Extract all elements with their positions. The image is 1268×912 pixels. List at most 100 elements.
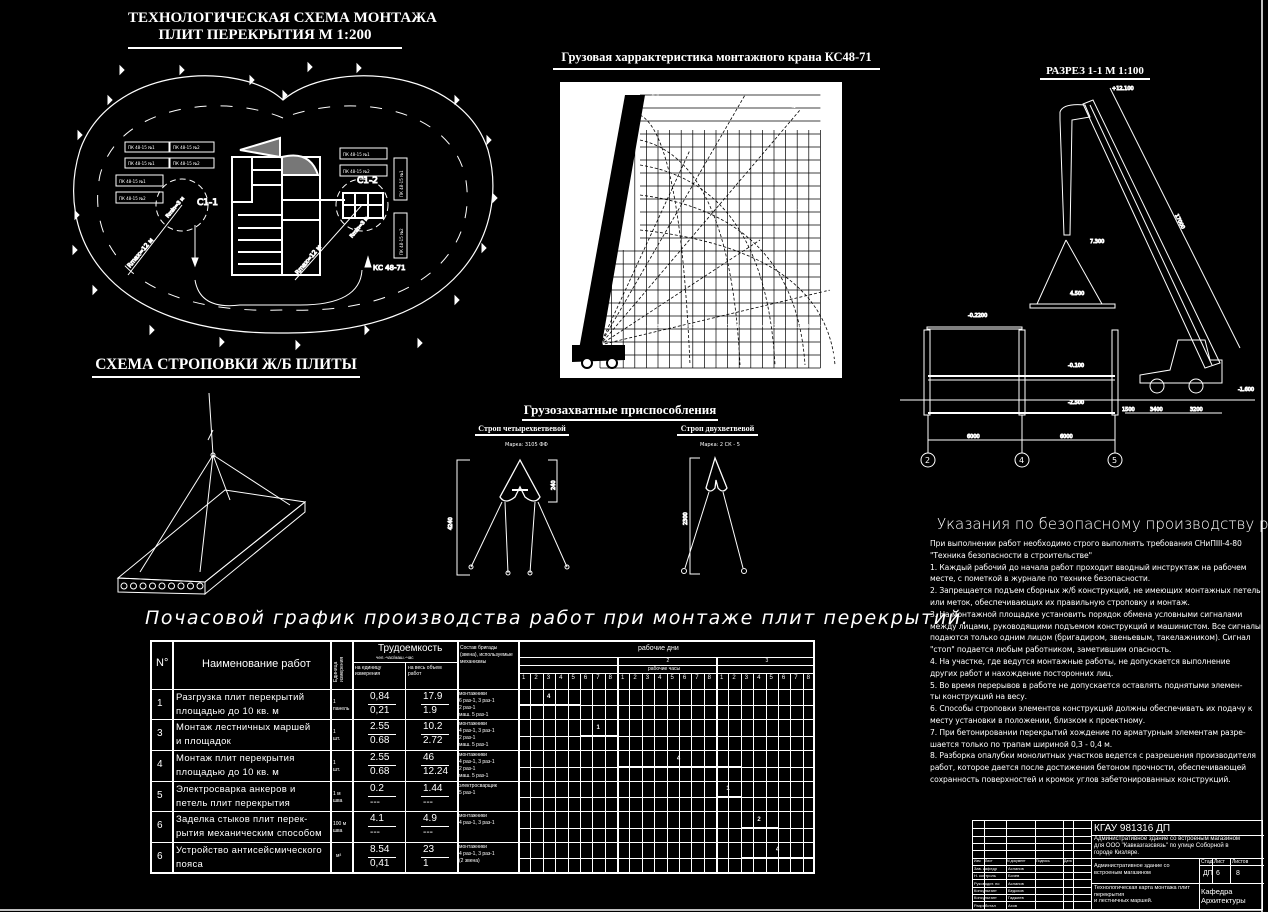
table-divider xyxy=(973,894,1091,895)
fraction-bar xyxy=(368,704,396,705)
header-days: рабочие дни xyxy=(638,645,679,652)
slab-stack xyxy=(124,141,170,153)
chart-x-tick: 3 xyxy=(633,372,636,378)
gantt-workers: 1 xyxy=(596,724,600,731)
table-divider xyxy=(728,673,730,874)
instruction-line: месту установки в положении, близком к п… xyxy=(930,715,1146,725)
table-divider xyxy=(654,673,656,874)
four-leg-sling-title: Строп четырехветвевой xyxy=(475,424,569,436)
table-divider xyxy=(1199,858,1200,910)
fraction-bar xyxy=(368,857,396,858)
chart-x-tick: 0 xyxy=(598,372,601,378)
gantt-bar xyxy=(740,857,815,859)
slab-stack xyxy=(169,141,215,153)
section-boom xyxy=(1082,99,1221,369)
person-name: Бочев xyxy=(1008,873,1020,879)
instruction-line: между лицами, руководящими подъемом конс… xyxy=(930,621,1261,631)
header-labor-sub: чел.-час/маш.-час xyxy=(376,655,414,660)
column-header: Изм xyxy=(974,858,981,863)
section-title: РАЗРЕЗ 1-1 М 1:100 xyxy=(1040,65,1150,80)
hour-number: 6 xyxy=(781,675,786,681)
hour-number: 1 xyxy=(621,675,625,681)
gantt-bar xyxy=(716,796,741,798)
table-divider xyxy=(973,864,1091,866)
direction-arrow-icon xyxy=(481,242,487,254)
load-curve xyxy=(639,139,741,366)
span-2: 6000 xyxy=(1060,434,1073,440)
instruction-line: 2. Запрещается подъем сборных ж/б констр… xyxy=(930,586,1261,596)
chart-y-tick: 8 xyxy=(832,262,835,268)
elev-wall: -0.2200 xyxy=(968,313,987,319)
elev-top: +12.100 xyxy=(1112,86,1134,92)
brigade-line: 4 раз-1, 3 раз-1 xyxy=(459,851,495,857)
labor-value: 8.54 xyxy=(370,844,390,855)
direction-arrow-icon xyxy=(492,192,498,204)
direction-arrow-icon xyxy=(107,94,113,106)
elev-slab: 4.500 xyxy=(1070,291,1084,297)
boom-angle-line xyxy=(599,109,801,346)
instruction-line: 6. Способы строповки элементов конструкц… xyxy=(930,704,1253,714)
slab-stack xyxy=(339,147,388,160)
person-name: Ахов xyxy=(1008,902,1017,908)
chart-y-tick: 18 xyxy=(832,132,838,138)
table-divider xyxy=(592,673,594,874)
project-name: для ООО "Кавказгазсвязь" по улице Соборн… xyxy=(1094,843,1229,849)
table-divider xyxy=(579,673,581,874)
scheme-title: ТЕХНОЛОГИЧЕСКАЯ СХЕМА МОНТАЖА ПЛИТ ПЕРЕК… xyxy=(128,10,437,49)
direction-arrow-icon xyxy=(179,64,185,76)
chart-y-tick: 3 xyxy=(832,327,835,333)
row-half-divider xyxy=(518,827,815,829)
column-header: Подпись xyxy=(1036,858,1050,863)
direction-arrow-icon xyxy=(249,74,255,86)
instruction-line: 7. При бетонировании перекрытий хождение… xyxy=(930,727,1246,737)
drawing-title: и лестничных маршей. xyxy=(1094,898,1153,904)
labor-value: 46 xyxy=(423,752,435,763)
brigade-line: маш. 5 раз-1 xyxy=(459,742,489,748)
row-number: 4 xyxy=(157,759,163,770)
slinging-scheme xyxy=(116,392,307,596)
row-number: 6 xyxy=(157,820,163,831)
crane-chart-title: Грузовая харрактеристика монтажного кран… xyxy=(553,50,880,70)
brigade-line: маш. 5 раз-1 xyxy=(459,712,489,718)
role: Зав. кафедр xyxy=(974,866,998,871)
chart-y-tick: 16 xyxy=(832,158,838,164)
grid-axis-marker xyxy=(920,452,936,468)
crane-travel-outline xyxy=(73,75,494,334)
gantt-bar xyxy=(518,704,580,706)
work-unit: шт. xyxy=(333,767,341,773)
chart-y-tick: 14 xyxy=(832,184,838,190)
direction-arrow-icon xyxy=(486,134,492,146)
fraction-bar xyxy=(368,765,396,766)
labor-value: 0.2 xyxy=(370,783,384,794)
work-name: Монтаж лестничных маршей xyxy=(176,722,311,733)
boom-length-label: L=14.16 т xyxy=(719,324,748,330)
labor-value: --- xyxy=(370,827,380,838)
fraction-bar xyxy=(368,734,396,735)
row-number: 1 xyxy=(157,698,163,709)
hollow-core xyxy=(149,582,156,590)
row-half-divider xyxy=(518,797,815,798)
two-leg-sling-mark: Марка: 2 СК - 5 xyxy=(700,442,740,448)
dim-3: 3200 xyxy=(1190,407,1203,413)
travel-arrows xyxy=(72,61,498,351)
labor-value: 12.24 xyxy=(423,766,449,777)
role: Консультант xyxy=(974,895,997,901)
hollow-core xyxy=(187,582,194,590)
safety-instructions-title: Указания по безопасному производству раб… xyxy=(937,515,1268,533)
table-divider xyxy=(542,673,544,874)
table-divider xyxy=(765,673,767,874)
table-divider xyxy=(973,828,1091,830)
hour-number: 7 xyxy=(596,675,600,681)
table-divider xyxy=(973,886,1091,888)
rmax-left: Rmax=12 м xyxy=(126,237,155,269)
brigade-line: 4 раз-1, 3 раз-1 xyxy=(459,820,495,826)
slab-stack xyxy=(115,174,164,187)
table-divider xyxy=(740,673,742,874)
instruction-line: других работ и нахождение посторонних ли… xyxy=(930,668,1114,678)
table-divider xyxy=(973,901,1091,903)
hour-number: 6 xyxy=(682,675,687,681)
